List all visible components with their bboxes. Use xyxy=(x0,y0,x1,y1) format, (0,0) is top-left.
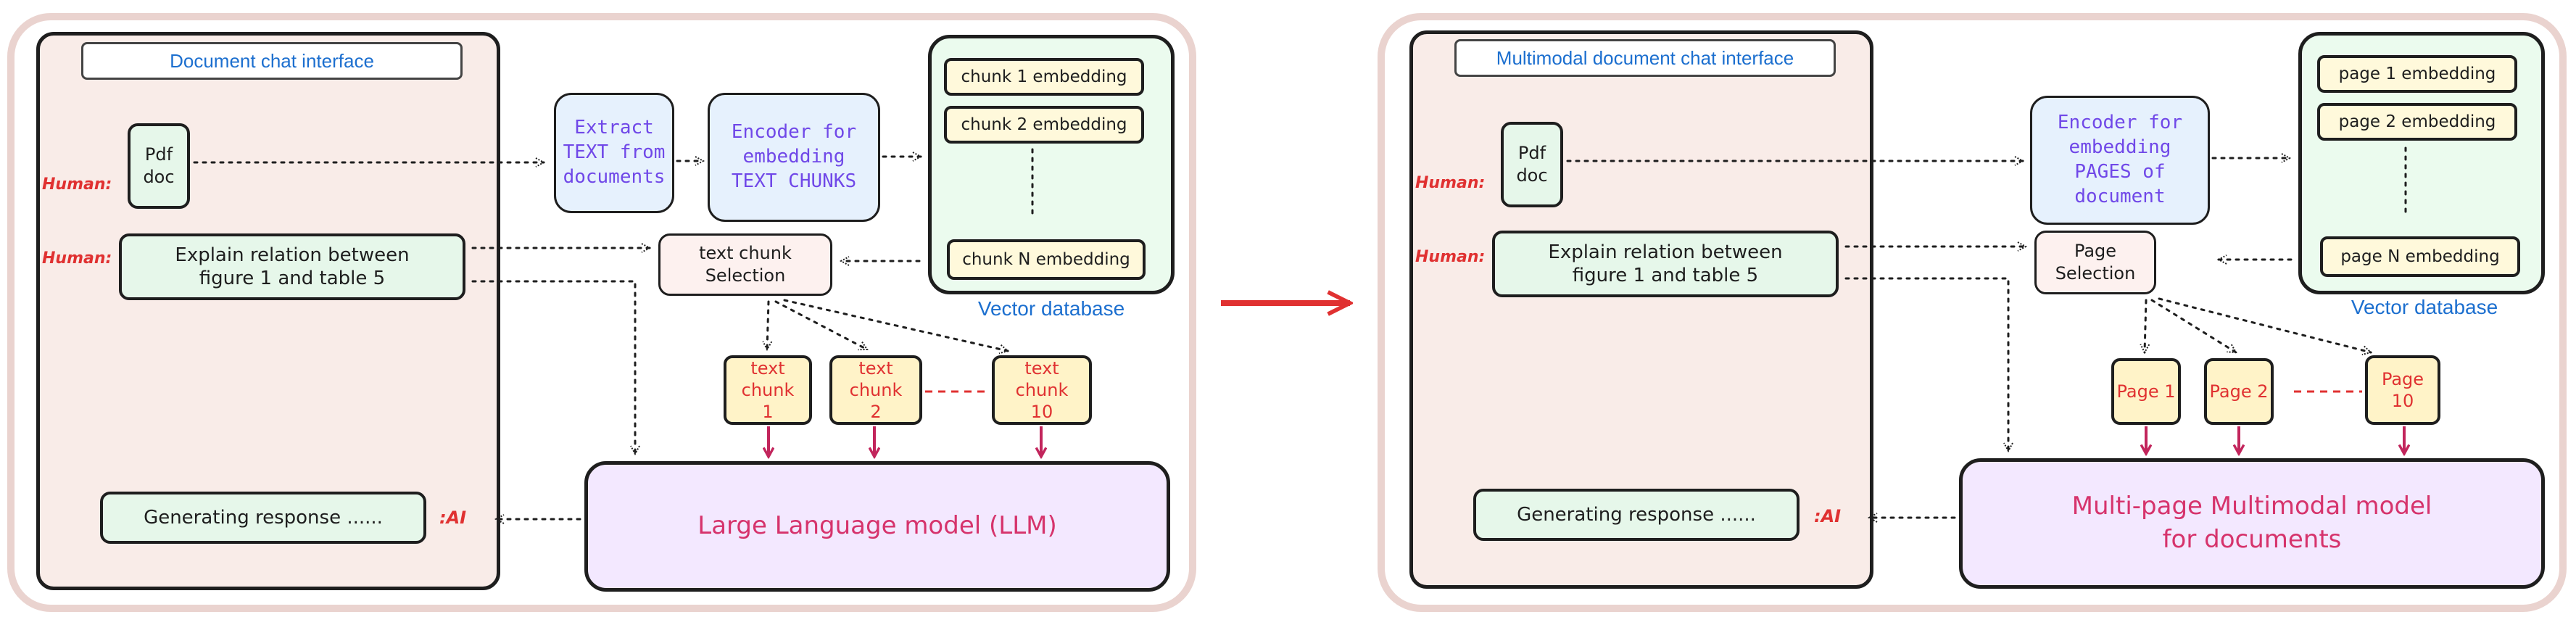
left-pdf-line2: doc xyxy=(143,167,175,187)
right-encoder-box: Encoder for embedding PAGES of document xyxy=(2030,96,2210,225)
left-selection-to-chunk10-arrow xyxy=(783,299,1008,351)
left-response: Generating response ...... xyxy=(100,492,426,544)
left-selection-box: text chunk Selection xyxy=(658,233,832,296)
right-chunk-10: Page 10 xyxy=(2365,355,2440,425)
left-question-to-llm-arrow xyxy=(471,280,635,454)
right-chunk-1: Page 1 xyxy=(2111,358,2181,425)
right-pdf-line1: Pdf xyxy=(1517,142,1546,163)
left-pdf-line1: Pdf xyxy=(144,144,173,165)
right-question-to-model-arrow xyxy=(1844,277,2008,451)
left-chat-title: Document chat interface xyxy=(81,42,463,80)
left-vector-label: Vector database xyxy=(977,297,1125,320)
right-chunk-2: Page 2 xyxy=(2204,358,2274,425)
left-encoder-box: Encoder for embedding TEXT CHUNKS xyxy=(708,93,880,222)
left-question: Explain relation between figure 1 and ta… xyxy=(119,233,465,300)
left-embedding-2: chunk 2 embedding xyxy=(944,106,1144,144)
right-ai-label: :AI xyxy=(1814,506,1842,526)
right-selection-to-page2-arrow xyxy=(2150,299,2236,354)
right-human-label-2: Human: xyxy=(1415,248,1486,266)
right-response: Generating response ...... xyxy=(1473,489,1800,541)
right-selection-to-page1-arrow xyxy=(2145,299,2146,352)
right-question: Explain relation between figure 1 and ta… xyxy=(1492,231,1839,297)
left-ai-label: :AI xyxy=(439,508,467,528)
right-embedding-2: page 2 embedding xyxy=(2317,103,2517,141)
right-embedding-n: page N embedding xyxy=(2320,236,2520,277)
right-selection-box: Page Selection xyxy=(2034,231,2156,294)
right-embedding-1: page 1 embedding xyxy=(2317,55,2517,93)
left-chunk-10: text chunk 10 xyxy=(992,355,1092,425)
left-embedding-1: chunk 1 embedding xyxy=(944,58,1144,96)
left-selection-to-chunk1-arrow xyxy=(767,300,769,349)
left-extract-box: Extract TEXT from documents xyxy=(554,93,674,213)
left-human-label-2: Human: xyxy=(42,249,112,268)
right-human-label-1: Human: xyxy=(1415,174,1486,192)
right-selection-to-page10-arrow xyxy=(2158,297,2371,352)
left-human-label-1: Human: xyxy=(42,175,112,194)
right-vector-label: Vector database xyxy=(2351,296,2498,318)
right-model-box: Multi-page Multimodal model for document… xyxy=(1959,458,2545,589)
left-llm-box: Large Language model (LLM) xyxy=(584,461,1170,592)
left-chunk-2: text chunk 2 xyxy=(829,355,922,425)
right-chat-title: Multimodal document chat interface xyxy=(1454,39,1836,77)
left-selection-to-chunk2-arrow xyxy=(774,300,867,351)
left-chunk-1: text chunk 1 xyxy=(724,355,812,425)
right-pdf-line2: doc xyxy=(1516,165,1548,186)
left-embedding-n: chunk N embedding xyxy=(947,239,1146,280)
